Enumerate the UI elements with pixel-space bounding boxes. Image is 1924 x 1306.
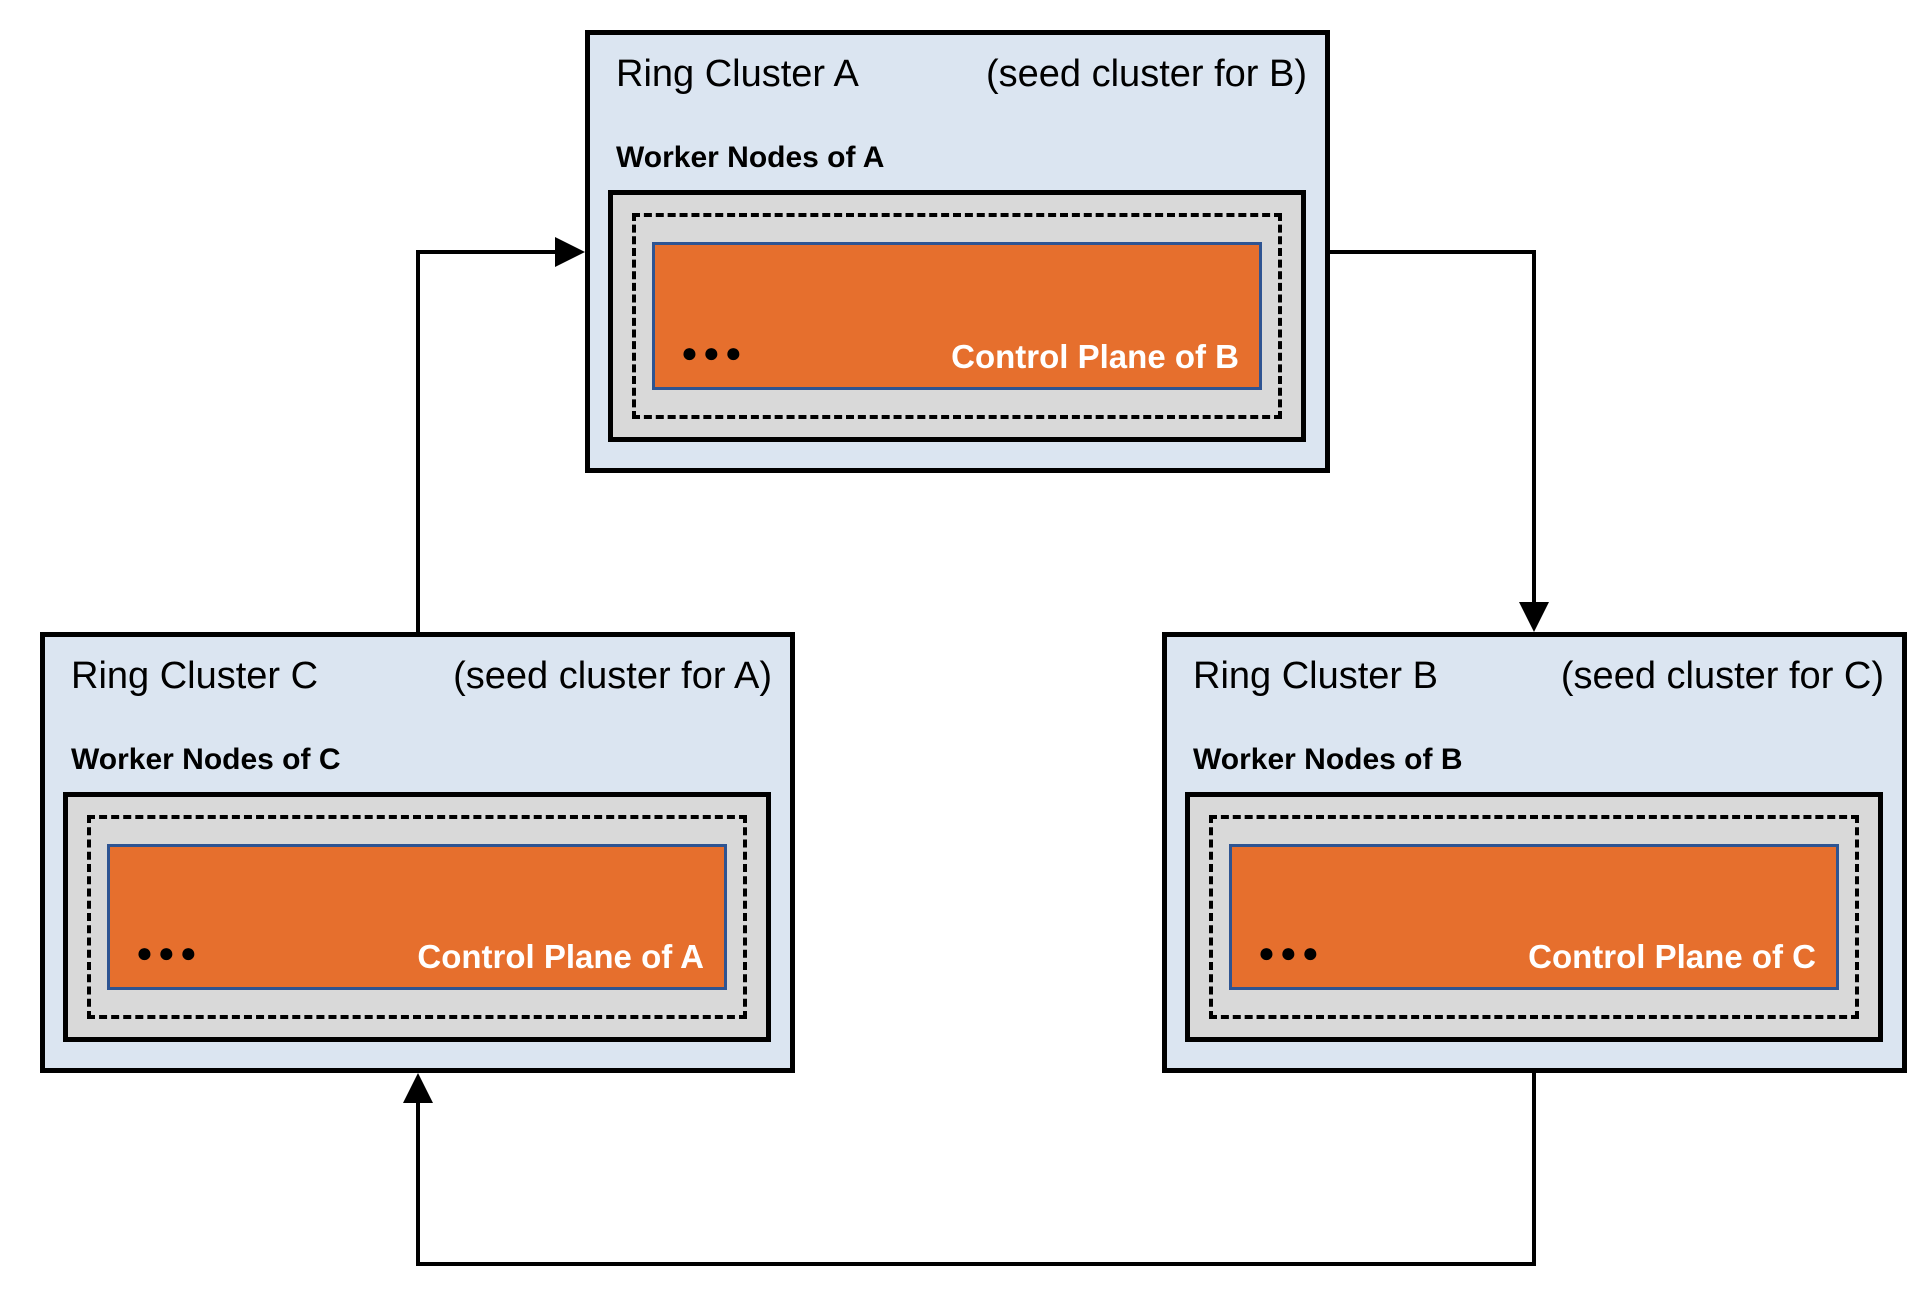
cluster-a-title-row: Ring Cluster A (seed cluster for B) bbox=[590, 35, 1325, 97]
cluster-a-worker-nodes-box: ●●● Control Plane of B bbox=[608, 190, 1306, 442]
cluster-b-control-plane-box: ●●● Control Plane of C bbox=[1229, 844, 1839, 990]
cluster-a-control-plane-box: ●●● Control Plane of B bbox=[652, 242, 1262, 390]
cluster-a-dashed-boundary: ●●● Control Plane of B bbox=[632, 213, 1282, 419]
cluster-b-dashed-boundary: ●●● Control Plane of C bbox=[1209, 815, 1859, 1019]
cluster-c-title-row: Ring Cluster C (seed cluster for A) bbox=[45, 637, 790, 699]
cluster-c-control-plane-label: Control Plane of A bbox=[417, 937, 704, 975]
cluster-a-name: Ring Cluster A bbox=[616, 53, 859, 95]
cluster-a-seed-note: (seed cluster for B) bbox=[986, 53, 1307, 95]
cluster-b-seed-note: (seed cluster for C) bbox=[1560, 655, 1884, 697]
cluster-c-worker-nodes-box: ●●● Control Plane of A bbox=[63, 792, 771, 1042]
cluster-b-control-plane-label: Control Plane of C bbox=[1528, 937, 1816, 975]
cluster-b-ellipsis-dots: ●●● bbox=[1258, 937, 1324, 968]
cluster-c-worker-nodes-label: Worker Nodes of C bbox=[71, 743, 341, 776]
cluster-c-dashed-boundary: ●●● Control Plane of A bbox=[87, 815, 747, 1019]
arrow-a-to-b bbox=[1330, 250, 1549, 632]
cluster-c-ellipsis-dots: ●●● bbox=[136, 937, 202, 968]
ring-cluster-a: Ring Cluster A (seed cluster for B) Work… bbox=[585, 30, 1330, 473]
arrow-c-to-a bbox=[416, 237, 585, 632]
cluster-a-control-plane-label: Control Plane of B bbox=[951, 337, 1239, 375]
cluster-b-name: Ring Cluster B bbox=[1193, 655, 1438, 697]
cluster-b-worker-nodes-box: ●●● Control Plane of C bbox=[1185, 792, 1883, 1042]
cluster-a-ellipsis-dots: ●●● bbox=[681, 337, 747, 368]
cluster-a-worker-nodes-label: Worker Nodes of A bbox=[616, 141, 885, 174]
cluster-c-seed-note: (seed cluster for A) bbox=[453, 655, 772, 697]
ring-cluster-c: Ring Cluster C (seed cluster for A) Work… bbox=[40, 632, 795, 1073]
ring-cluster-b: Ring Cluster B (seed cluster for C) Work… bbox=[1162, 632, 1907, 1073]
arrow-b-to-c bbox=[403, 1073, 1536, 1266]
cluster-b-worker-nodes-label: Worker Nodes of B bbox=[1193, 743, 1463, 776]
cluster-c-name: Ring Cluster C bbox=[71, 655, 319, 697]
cluster-b-title-row: Ring Cluster B (seed cluster for C) bbox=[1167, 637, 1902, 699]
cluster-c-control-plane-box: ●●● Control Plane of A bbox=[107, 844, 727, 990]
